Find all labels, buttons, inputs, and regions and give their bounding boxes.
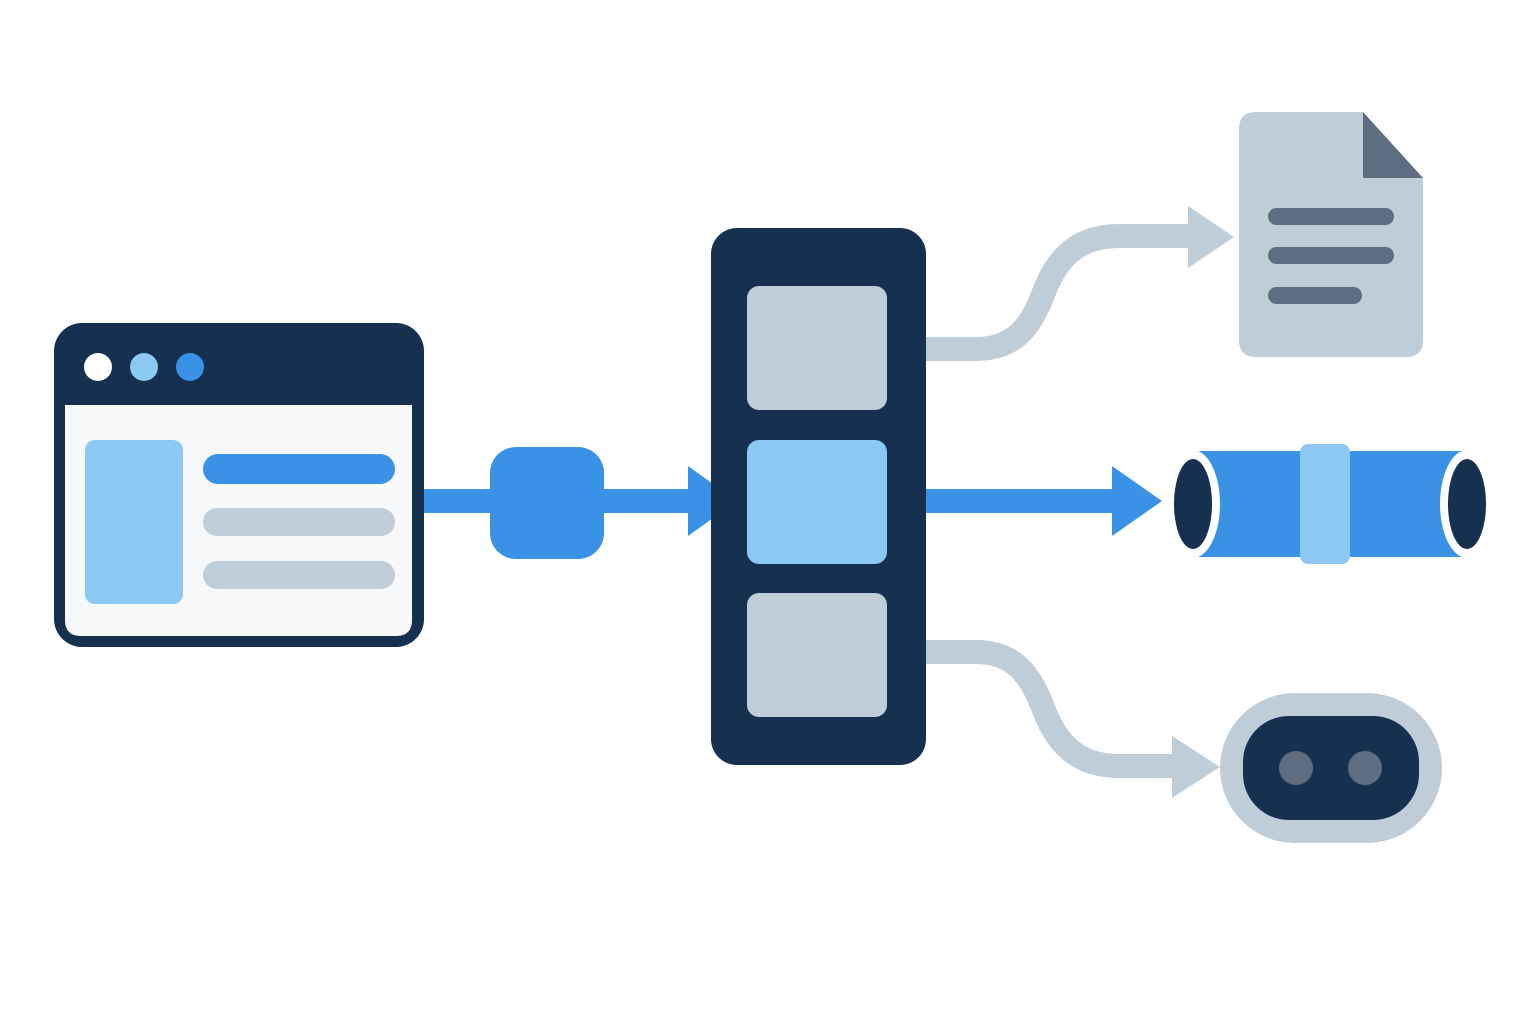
rack-slot-top <box>747 286 887 410</box>
arrowhead-icon <box>1188 206 1234 268</box>
document-line-2 <box>1268 247 1394 264</box>
edge-browser-to-connector <box>420 489 495 513</box>
arrowhead-icon <box>1172 736 1220 798</box>
toggle-device-icon <box>1220 693 1442 843</box>
text-line-secondary <box>203 508 395 536</box>
document-line-3 <box>1268 287 1362 304</box>
pipe-right-end <box>1448 459 1486 549</box>
edge-curve <box>924 640 1178 778</box>
document-icon <box>1239 112 1423 357</box>
edge-router-to-device <box>924 640 1220 798</box>
document-line-1 <box>1268 208 1394 225</box>
edge-router-to-document <box>924 206 1234 361</box>
rack-slot-bottom <box>747 593 887 717</box>
text-line-tertiary <box>203 561 395 589</box>
pipe-left-end <box>1174 459 1212 549</box>
device-inner-body <box>1243 716 1419 820</box>
server-rack-icon <box>711 228 926 765</box>
device-dot-right <box>1348 751 1382 785</box>
window-dot-white <box>84 353 112 381</box>
document-fold <box>1363 112 1423 178</box>
edge-line <box>598 489 692 513</box>
pipe-band <box>1300 444 1350 564</box>
text-line-primary <box>203 454 395 484</box>
window-dot-blue <box>176 353 204 381</box>
rack-slot-middle <box>747 440 887 564</box>
rounded-square-icon <box>490 447 604 559</box>
device-dot-left <box>1279 751 1313 785</box>
arrowhead-icon <box>1112 466 1162 536</box>
edge-curve <box>924 224 1194 361</box>
image-placeholder <box>85 440 183 604</box>
pipe-cylinder-icon <box>1166 444 1494 564</box>
browser-window-icon <box>54 323 424 647</box>
window-dot-light-blue <box>130 353 158 381</box>
